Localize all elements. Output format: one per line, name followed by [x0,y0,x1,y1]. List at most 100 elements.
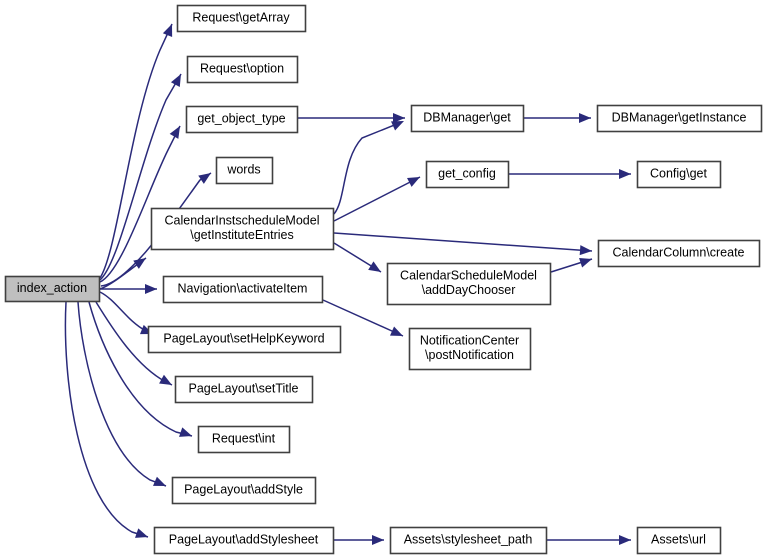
call-edge-index_action-to-request_option [99,73,182,281]
node-label: DBManager\get [423,110,511,124]
graph-node-assets_url[interactable]: Assets\url [636,526,722,555]
node-box[interactable] [150,207,335,251]
arrow-head-icon [169,126,180,139]
node-box[interactable] [176,4,307,33]
node-box[interactable] [197,425,291,454]
node-label: CalendarColumn\create [612,245,744,259]
node-box[interactable] [596,104,763,133]
node-label: index_action [17,281,87,295]
graph-node-calcolumn_create[interactable]: CalendarColumn\create [597,239,761,268]
call-edge-index_action-to-request_getarray [99,23,173,279]
graph-node-get_object_type[interactable]: get_object_type [185,105,299,134]
node-box[interactable] [410,104,525,133]
graph-node-assets_stylesheet[interactable]: Assets\stylesheet_path [389,526,548,555]
arrow-head-icon [579,245,592,256]
graph-node-calsched_adddaych[interactable]: CalendarScheduleModel\addDayChooser [386,262,552,306]
edges-layer [64,23,631,541]
arrow-head-icon [407,177,420,187]
arrow-head-icon [198,173,211,184]
node-label: words [226,162,260,176]
arrow-head-icon [153,476,166,486]
node-box[interactable] [174,375,314,404]
graph-node-words[interactable]: words [215,156,274,185]
graph-node-pl_sethelpkeyword[interactable]: PageLayout\setHelpKeyword [147,325,342,354]
node-label: Request\int [212,431,276,445]
call-edge-nav_activateitem-to-notif_post [322,299,404,337]
graph-node-notif_post[interactable]: NotificationCenter\postNotification [408,327,532,371]
arrow-head-icon [368,261,381,272]
node-box[interactable] [153,526,335,555]
node-box[interactable] [636,526,722,555]
arrowheads-layer [133,24,631,545]
graph-node-dbmanager_getinst[interactable]: DBManager\getInstance [596,104,763,133]
node-box[interactable] [4,275,101,303]
node-box[interactable] [162,275,324,304]
graph-node-calinst_getinst[interactable]: CalendarInstscheduleModel\getInstituteEn… [150,207,335,251]
node-label: CalendarInstscheduleModel [165,214,320,228]
node-box[interactable] [389,526,548,555]
node-label: Assets\url [651,532,706,546]
node-label: get_config [438,166,496,180]
arrow-head-icon [145,284,157,294]
node-box[interactable] [186,55,299,84]
node-box[interactable] [636,160,722,189]
graph-node-nav_activateitem[interactable]: Navigation\activateItem [162,275,324,304]
node-box[interactable] [597,239,761,268]
arrow-head-icon [390,326,403,336]
node-label: \postNotification [425,348,514,362]
arrow-head-icon [619,535,631,545]
graph-node-pl_addstyle[interactable]: PageLayout\addStyle [171,476,317,505]
graph-node-request_int[interactable]: Request\int [197,425,291,454]
call-edge-index_action-to-get_object_type [99,125,181,283]
node-label: Config\get [650,166,708,180]
node-label: get_object_type [197,111,285,125]
node-box[interactable] [185,105,299,134]
arrow-head-icon [133,258,146,269]
node-label: Assets\stylesheet_path [404,532,533,546]
arrow-head-icon [179,427,192,437]
call-edge-index_action-to-pl_addstyle [77,301,167,487]
arrow-head-icon [579,113,591,123]
node-label: CalendarScheduleModel [400,269,537,283]
node-label: DBManager\getInstance [612,110,747,124]
graph-node-pl_addstylesheet[interactable]: PageLayout\addStylesheet [153,526,335,555]
call-edge-calinst_getinst-to-calcolumn_create [333,232,593,252]
graph-node-index_action[interactable]: index_action [4,275,101,303]
call-edge-calinst_getinst-to-get_config [333,176,421,222]
arrow-head-icon [159,374,172,385]
node-label: Request\option [200,61,284,75]
node-box[interactable] [171,476,317,505]
node-box[interactable] [147,325,342,354]
graph-node-pl_settitle[interactable]: PageLayout\setTitle [174,375,314,404]
graph-node-get_config[interactable]: get_config [425,160,510,189]
node-label: \getInstituteEntries [190,228,294,242]
graph-node-request_option[interactable]: Request\option [186,55,299,84]
node-label: Navigation\activateItem [178,281,308,295]
node-label: PageLayout\setHelpKeyword [163,331,324,345]
node-label: PageLayout\setTitle [188,381,298,395]
arrow-head-icon [372,535,384,545]
call-edge-index_action-to-pl_addstylesheet [64,301,149,538]
graph-node-config_get[interactable]: Config\get [636,160,722,189]
arrow-head-icon [162,24,173,37]
nodes-layer: index_action Request\getArrayRequest\opti… [4,4,763,555]
node-box[interactable] [425,160,510,189]
arrow-head-icon [579,257,592,268]
arrow-head-icon [170,74,181,87]
node-box[interactable] [386,262,552,306]
node-label: Request\getArray [192,10,290,24]
graph-node-dbmanager_get[interactable]: DBManager\get [410,104,525,133]
arrow-head-icon [393,113,405,123]
arrow-head-icon [619,169,631,179]
node-label: \addDayChooser [422,283,516,297]
call-edge-calinst_getinst-to-dbmanager_get [333,121,403,215]
node-box[interactable] [215,156,274,185]
node-label: PageLayout\addStyle [184,482,303,496]
node-label: PageLayout\addStylesheet [169,532,319,546]
node-label: NotificationCenter [420,334,519,348]
node-box[interactable] [408,327,532,371]
graph-node-request_getarray[interactable]: Request\getArray [176,4,307,33]
arrow-head-icon [391,121,404,131]
